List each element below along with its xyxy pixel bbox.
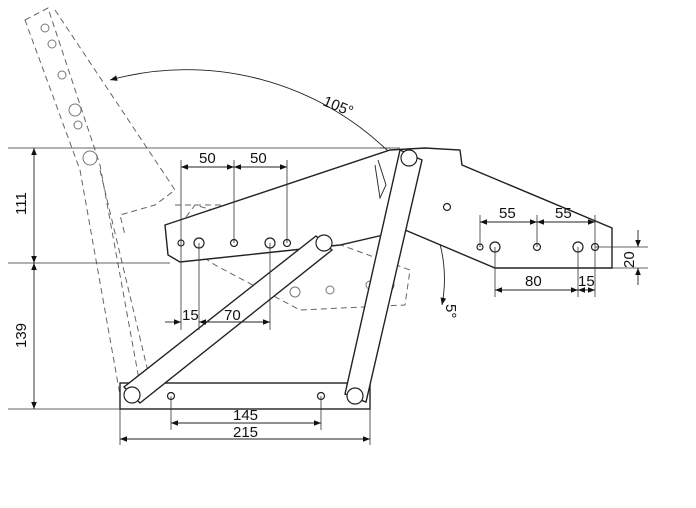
dim-left-70: 70 [224, 307, 241, 324]
dim-right-55-b: 55 [555, 205, 572, 222]
angle-label-105: 105° [321, 93, 356, 120]
dim-height-111: 111 [13, 148, 37, 263]
svg-text:20: 20 [621, 251, 638, 268]
svg-text:139: 139 [13, 323, 30, 348]
rear-link [344, 149, 423, 405]
svg-text:111: 111 [13, 192, 30, 215]
dim-base-215: 215 [233, 424, 258, 441]
dim-top-50-50: 50 50 [180, 150, 288, 243]
dim-right-20: 20 [595, 230, 648, 285]
dim-right-15: 15 [578, 273, 595, 290]
dim-base-145-215: 145 215 [119, 396, 371, 445]
dim-right-80: 80 [525, 273, 542, 290]
dim-left-15-70: 15 70 [165, 243, 271, 330]
angle-arc-105 [109, 69, 393, 156]
dim-height-139: 139 [13, 263, 37, 409]
dim-top-50-a: 50 [199, 150, 216, 167]
dim-right-55-a: 55 [499, 205, 516, 222]
dim-top-50-b: 50 [250, 150, 267, 167]
base-bar [119, 382, 371, 410]
dim-right-55-55: 55 55 [479, 205, 596, 247]
dim-base-145: 145 [233, 407, 258, 424]
angle-label-5: 5° [442, 304, 459, 318]
dim-left-15: 15 [182, 307, 199, 324]
dim-right-80-15: 80 15 [494, 247, 596, 297]
